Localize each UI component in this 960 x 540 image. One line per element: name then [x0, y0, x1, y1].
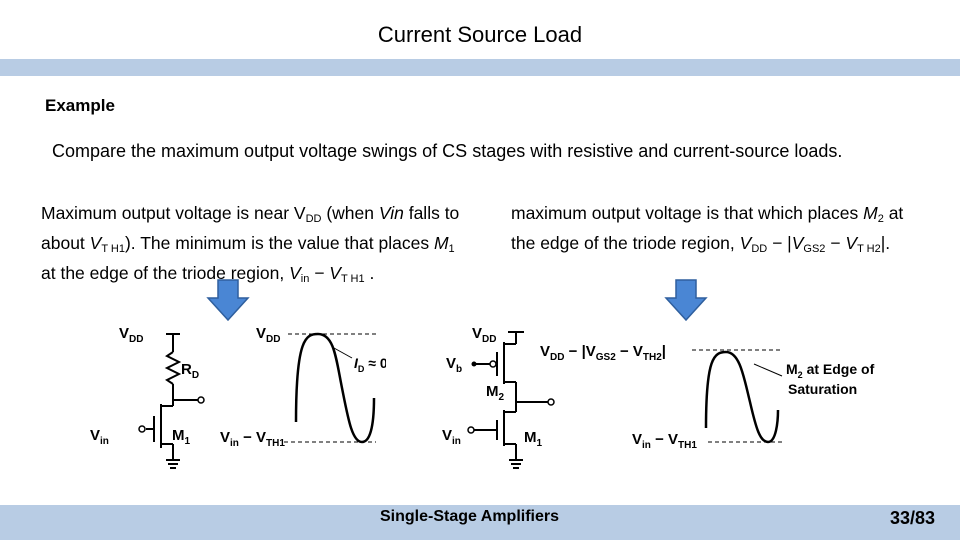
wave-top-label: VDD — [256, 325, 280, 345]
wave-bottom-label: Vin − VTH1 — [632, 431, 697, 451]
example-heading: Example — [45, 96, 115, 115]
vdd-label: VDD — [119, 325, 143, 345]
id-label: ID ≈ 0 — [354, 355, 386, 374]
down-arrow-icon — [664, 279, 708, 322]
top-bar — [0, 59, 960, 76]
resistive-load-circuit: VDD RD Vin M1 VDD ID ≈ 0 Vin − VTH1 — [90, 325, 386, 469]
left-explanation: Maximum output voltage is near VDD (when… — [41, 203, 460, 285]
saturation-label: Saturation — [788, 381, 857, 397]
vin-label: Vin — [442, 427, 461, 447]
down-arrow-icon — [206, 279, 250, 322]
m1-label: M1 — [524, 429, 543, 449]
slide-title: Current Source Load — [377, 22, 583, 47]
page-number: 33/83 — [890, 508, 936, 528]
bottom-bar — [0, 505, 960, 540]
m2-label: M2 — [486, 383, 505, 403]
vdd-label: VDD — [472, 325, 496, 345]
vb-label: Vb — [446, 355, 462, 375]
wave-bottom-label: Vin − VTH1 — [220, 429, 285, 449]
example-question: Compare the maximum output voltage swing… — [52, 141, 843, 161]
right-explanation: maximum output voltage is that which pla… — [511, 203, 904, 255]
rd-label: RD — [181, 361, 199, 381]
wave-top-label: VDD − |VGS2 − VTH2| — [540, 343, 666, 363]
footer-text: Single-Stage Amplifiers — [380, 508, 559, 525]
vin-label: Vin — [90, 427, 109, 447]
m2-edge-label: M2 at Edge of — [786, 361, 875, 380]
m1-label: M1 — [172, 427, 191, 447]
current-source-load-circuit: VDD Vb M2 Vin M1 VDD − |VGS2 − VTH2| Vin… — [442, 325, 875, 469]
